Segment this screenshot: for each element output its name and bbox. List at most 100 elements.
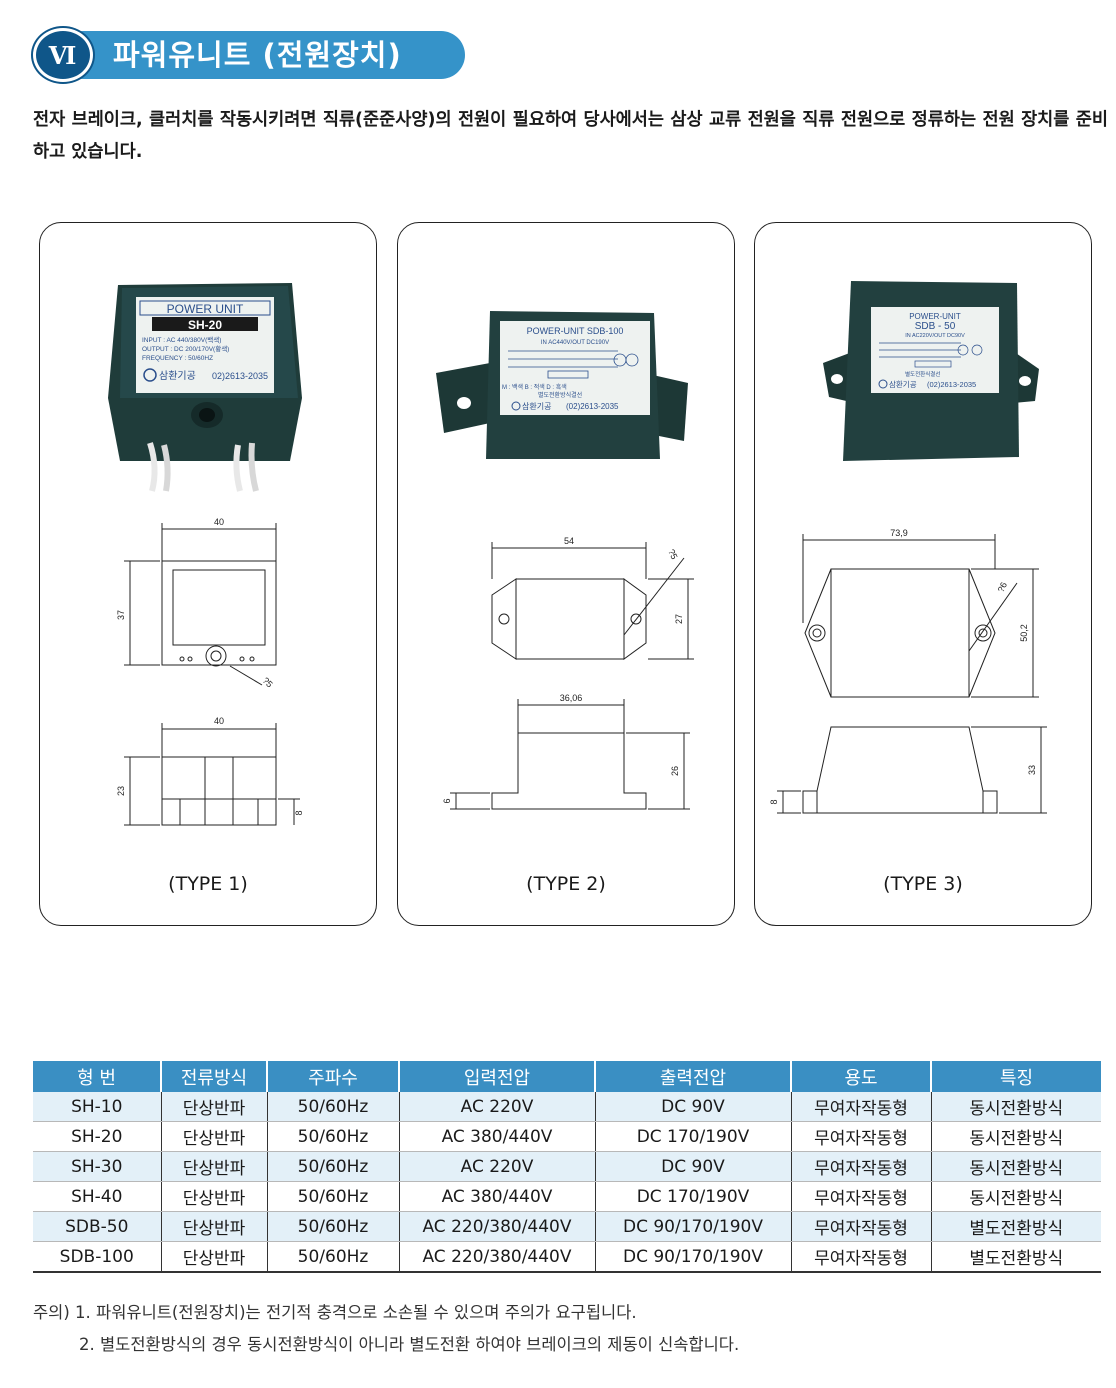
cell-frequency: 50/60Hz	[267, 1121, 400, 1152]
type-2-photo-line-3: 별도전환방식결선	[538, 391, 582, 399]
type-3-base-height: 8	[769, 799, 779, 804]
type-3-photo-line-2: 별도전환식결선	[905, 370, 940, 378]
type-1-maker-logo-icon	[143, 368, 157, 382]
type-3-photo-title: POWER-UNIT	[909, 312, 961, 321]
type-2-photo-title: POWER-UNIT SDB-100	[527, 326, 624, 336]
intro-paragraph: 전자 브레이크, 클러치를 작동시키려면 직류(준준사양)의 전원이 필요하여 …	[33, 110, 1108, 162]
cell-usage: 무여자작동형	[791, 1092, 932, 1122]
section-numeral: Ⅵ	[33, 28, 93, 82]
type-3-hole-diameter: ?6	[996, 581, 1009, 594]
type-1-base-height: 8	[294, 810, 304, 815]
cell-current: 단상반파	[161, 1181, 268, 1212]
col-header-feature: 특징	[931, 1061, 1101, 1092]
cell-input-voltage: AC 220/380/440V	[399, 1211, 596, 1242]
type-1-photo-model: SH-20	[188, 318, 222, 332]
col-header-output-voltage: 출력전압	[595, 1061, 792, 1092]
type-1-product-photo: POWER UNIT SH-20 INPUT : AC 440/380V(백색)…	[108, 283, 302, 492]
type-3-label: (TYPE 3)	[883, 873, 963, 895]
type-1-side-height: 23	[116, 786, 126, 796]
type-3-top-height: 50,2	[1019, 624, 1029, 642]
cell-output-voltage: DC 90/170/190V	[595, 1211, 792, 1242]
cell-frequency: 50/60Hz	[267, 1211, 400, 1242]
cell-output-voltage: DC 90V	[595, 1092, 792, 1122]
type-2-top-height: 27	[674, 614, 684, 624]
cell-feature: 별도전환방식	[931, 1241, 1101, 1273]
type-3-side-height: 33	[1027, 765, 1037, 775]
cell-model: SH-30	[33, 1151, 162, 1182]
type-1-photo-maker: 삼환기공	[159, 370, 196, 382]
col-header-usage: 용도	[791, 1061, 932, 1092]
type-3-product-photo: POWER-UNIT SDB - 50 IN AC220V/OUT DC90V …	[823, 281, 1039, 461]
cell-feature: 별도전환방식	[931, 1211, 1101, 1242]
table-row: SH-40 단상반파 50/60Hz AC 380/440V DC 170/19…	[33, 1181, 1101, 1212]
cell-output-voltage: DC 170/190V	[595, 1121, 792, 1152]
type-2-top-view-drawing	[491, 542, 694, 660]
type-2-photo-phone: (02)2613-2035	[566, 402, 619, 411]
type-1-illustration: POWER UNIT SH-20 INPUT : AC 440/380V(백색)…	[108, 283, 304, 826]
type-1-top-view-drawing	[124, 523, 277, 686]
cell-current: 단상반파	[161, 1241, 268, 1273]
col-header-model: 형 번	[33, 1061, 162, 1092]
col-header-current: 전류방식	[161, 1061, 268, 1092]
cell-output-voltage: DC 90/170/190V	[595, 1241, 792, 1273]
type-2-photo-line-2: M : 백색 B : 적색 D : 흑색	[502, 383, 567, 391]
spec-table: 형 번 전류방식 주파수 입력전압 출력전압 용도 특징 SH-10 단상반파 …	[33, 1061, 1101, 1273]
type-2-top-width: 54	[564, 536, 574, 546]
cell-current: 단상반파	[161, 1151, 268, 1182]
cell-output-voltage: DC 90V	[595, 1151, 792, 1182]
type-1-label: (TYPE 1)	[168, 873, 248, 895]
cell-usage: 무여자작동형	[791, 1181, 932, 1212]
type-1-photo-title: POWER UNIT	[167, 302, 244, 316]
type-2-side-view-drawing	[450, 699, 690, 810]
type-2-photo-line-1: IN AC440V/OUT DC190V	[541, 340, 609, 346]
cell-usage: 무여자작동형	[791, 1211, 932, 1242]
section-header: Ⅵ 파워유니트 (전원장치)	[33, 28, 465, 82]
type-1-side-width: 40	[214, 716, 224, 726]
type-3-photo-line-1: IN AC220V/OUT DC90V	[905, 333, 965, 339]
type-3-illustration: POWER-UNIT SDB - 50 IN AC220V/OUT DC90V …	[769, 281, 1047, 814]
col-header-frequency: 주파수	[267, 1061, 400, 1092]
table-header-row: 형 번 전류방식 주파수 입력전압 출력전압 용도 특징	[33, 1061, 1101, 1092]
type-3-top-width: 73,9	[890, 528, 908, 538]
cell-input-voltage: AC 220V	[399, 1092, 596, 1122]
type-1-photo-line-2: OUTPUT : DC 200/170V(황색)	[142, 344, 229, 353]
header-bar	[59, 31, 465, 79]
type-2-photo-maker: 삼환기공	[522, 401, 551, 411]
col-header-input-voltage: 입력전압	[399, 1061, 596, 1092]
cell-feature: 동시전환방식	[931, 1121, 1101, 1152]
table-row: SH-10 단상반파 50/60Hz AC 220V DC 90V 무여자작동형…	[33, 1092, 1101, 1122]
type-2-label: (TYPE 2)	[526, 873, 606, 895]
type-2-product-photo: POWER-UNIT SDB-100 IN AC440V/OUT DC190V …	[436, 311, 688, 459]
type-2-hole-diameter: ?5	[666, 548, 679, 561]
type-2-illustration: POWER-UNIT SDB-100 IN AC440V/OUT DC190V …	[436, 311, 694, 810]
cell-usage: 무여자작동형	[791, 1241, 932, 1273]
cell-input-voltage: AC 380/440V	[399, 1121, 596, 1152]
cell-model: SH-10	[33, 1092, 162, 1122]
type-3-photo-phone: (02)2613-2035	[927, 380, 976, 389]
cell-model: SDB-50	[33, 1211, 162, 1242]
cell-frequency: 50/60Hz	[267, 1151, 400, 1182]
type-1-photo-line-1: INPUT : AC 440/380V(백색)	[142, 335, 221, 344]
cell-output-voltage: DC 170/190V	[595, 1181, 792, 1212]
type-3-top-view-drawing	[802, 534, 1039, 698]
cell-current: 단상반파	[161, 1121, 268, 1152]
notes-section: 주의) 1. 파워유니트(전원장치)는 전기적 충격으로 소손될 수 있으며 주…	[33, 1297, 739, 1361]
table-row: SH-30 단상반파 50/60Hz AC 220V DC 90V 무여자작동형…	[33, 1151, 1101, 1182]
cell-usage: 무여자작동형	[791, 1121, 932, 1152]
type-1-hole-diameter: ?5	[261, 675, 275, 689]
type-1-photo-phone: 02)2613-2035	[212, 371, 268, 381]
type-1-top-width: 40	[214, 517, 224, 527]
cell-frequency: 50/60Hz	[267, 1241, 400, 1273]
type-3-photo-model: SDB - 50	[915, 321, 956, 332]
type-2-maker-logo-icon	[511, 401, 521, 411]
table-row: SH-20 단상반파 50/60Hz AC 380/440V DC 170/19…	[33, 1121, 1101, 1152]
product-card-type-3: POWER-UNIT SDB - 50 IN AC220V/OUT DC90V …	[754, 222, 1092, 926]
cell-model: SH-20	[33, 1121, 162, 1152]
product-card-type-2: POWER-UNIT SDB-100 IN AC440V/OUT DC190V …	[397, 222, 735, 926]
product-card-type-1: POWER UNIT SH-20 INPUT : AC 440/380V(백색)…	[39, 222, 377, 926]
cell-frequency: 50/60Hz	[267, 1092, 400, 1122]
table-row: SDB-50 단상반파 50/60Hz AC 220/380/440V DC 9…	[33, 1211, 1101, 1242]
section-title: 파워유니트 (전원장치)	[113, 38, 402, 72]
cell-usage: 무여자작동형	[791, 1151, 932, 1182]
note-2: 2. 별도전환방식의 경우 동시전환방식이 아니라 별도전환 하여야 브레이크의…	[79, 1335, 740, 1354]
